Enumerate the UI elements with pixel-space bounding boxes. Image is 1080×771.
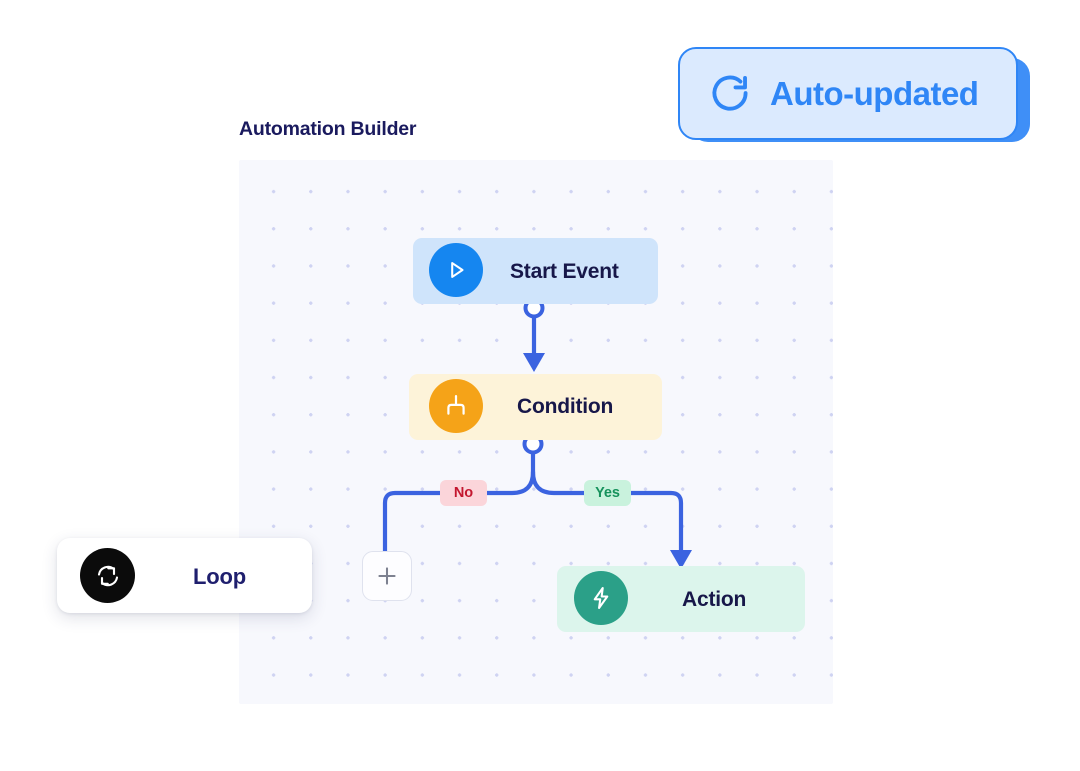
branch-label-yes[interactable]: Yes: [584, 480, 631, 506]
refresh-icon: [708, 72, 752, 116]
node-condition-label: Condition: [517, 395, 614, 418]
auto-updated-badge[interactable]: Auto-updated: [678, 47, 1018, 140]
add-node-button[interactable]: [362, 551, 412, 601]
auto-updated-label: Auto-updated: [770, 74, 979, 112]
loop-icon: [80, 548, 135, 603]
node-action-label: Action: [682, 588, 747, 611]
loop-card-label: Loop: [193, 564, 246, 589]
node-start-event-label: Start Event: [510, 260, 619, 283]
branch-label-no[interactable]: No: [440, 480, 487, 506]
plus-icon: [378, 567, 396, 585]
lightning-icon: [574, 571, 628, 625]
page-title: Automation Builder: [239, 118, 417, 140]
branch-icon: [429, 379, 483, 433]
play-icon: [429, 243, 483, 297]
